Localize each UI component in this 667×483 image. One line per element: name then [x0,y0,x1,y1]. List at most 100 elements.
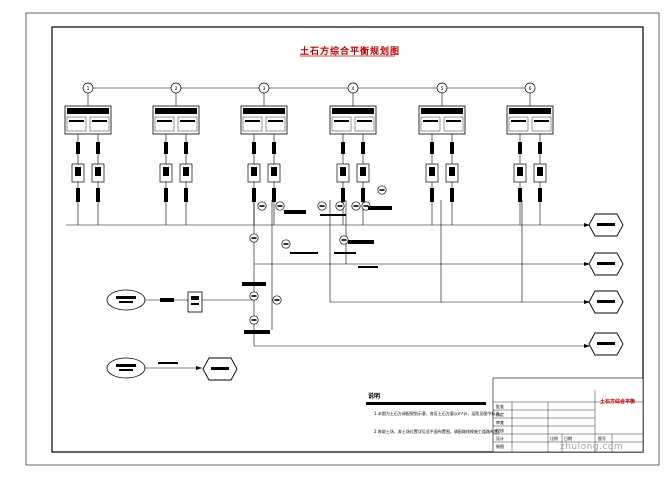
sheet-border-outer [25,12,660,466]
tb-bottom-label: 比例 [550,436,558,441]
flow-label-bar [368,206,392,210]
zone-feed-label [341,142,345,154]
tb-bottom-label: 图号 [598,436,606,441]
station-box-text [537,167,543,176]
station-box-text [163,167,169,176]
zone-block-cell [242,116,263,132]
flow-label-bar [358,266,378,268]
trunk-lines [66,200,590,369]
tb-drawing-name: 土石方综合平衡 [600,399,636,405]
flow-label-bar [158,362,178,364]
station-drop-label [450,188,454,202]
zone-feed-label [184,142,188,154]
destination-hex-text [597,342,615,345]
tb-row-label: 核定 [496,412,504,417]
source-oval-text [119,301,133,303]
zone-number: 4 [352,86,355,92]
tb-row-label: 设计 [496,436,504,441]
flow-node-mark [277,205,283,207]
station-drop-label [252,188,256,202]
zone-block-text [92,120,107,122]
zone-block-cell [354,116,375,132]
flow-node-mark [251,237,257,239]
zone-feed-label [76,142,80,154]
zone-block-cell [154,116,175,132]
zone-block-text [268,120,283,122]
zone-block-text [334,120,349,122]
station-box-text [183,167,189,176]
station-drop-label [430,188,434,202]
flow-label-bar [242,282,266,286]
title-block-frame [492,377,644,453]
note-bar [366,402,486,405]
zone-block-text [511,120,526,122]
source-oval [106,357,146,379]
station-drop-label [164,188,168,202]
station-drop-label [341,188,345,202]
zone-block-text [180,120,195,122]
zone-feed-label [361,142,365,154]
zone-block-cell [531,116,552,132]
temp-stockpile-box [187,291,203,313]
flow-node-mark [274,299,280,301]
zone-feed-label [96,142,100,154]
zone-feed-label [164,142,168,154]
flow-node-mark [341,239,347,241]
flow-node-mark [259,205,265,207]
arrowhead [584,223,590,227]
temp-stockpile-text [191,303,199,305]
source-oval-text [116,364,136,367]
flow-label-bar [334,252,356,254]
zone-block-header [67,108,109,114]
destination-hex-text [211,367,229,370]
zone-block-header [243,108,285,114]
zone-block-cell [177,116,198,132]
station-box-text [517,167,523,176]
zone-feed-label [430,142,434,154]
zone-number: 1 [87,86,90,92]
flow-node-mark [379,189,385,191]
zone-block-header [421,108,463,114]
destination-hex-text [597,262,615,265]
station-drop-label [184,188,188,202]
destination-hex-text [597,300,615,303]
zone-block-text [69,120,84,122]
arrowhead [196,366,202,370]
zone-block-header [509,108,551,114]
flow-label-bar [284,210,306,214]
zone-feed-label [252,142,256,154]
flow-node-mark [319,205,325,207]
zone-block-cell [443,116,464,132]
zone-block-text [534,120,549,122]
zone-block-header [332,108,374,114]
flow-label-bar [320,214,346,216]
source-oval-text [116,296,136,299]
arrowhead [584,262,590,266]
station-box-text [251,167,257,176]
zone-block-text [357,120,372,122]
note-item-1: 1.本图为土石方调配规划示意，各区土石方量以m³计，运距见图中标注。 [374,411,504,416]
station-box-text [75,167,81,176]
tb-row-label: 审查 [496,420,504,425]
tb-row-label: 批准 [496,404,504,409]
zone-block-cell [331,116,352,132]
zone-number: 3 [263,86,266,92]
zone-block-cell [420,116,441,132]
zone-feed-label [272,142,276,154]
zone-block-text [245,120,260,122]
temp-stockpile-text [191,296,199,300]
watermark: zhulong.com [560,442,624,452]
marker-group [106,185,624,381]
source-oval [106,289,146,311]
station-box-text [449,167,455,176]
arrowhead [584,344,590,348]
zone-block-cell [66,116,87,132]
station-box-text [340,167,346,176]
tb-bottom-label: 日期 [564,436,572,441]
note-item-2: 2.各取土场、弃土场位置详见总平面布置图，调配路线按施工道路布置。 [374,429,502,434]
station-drop-label [538,188,542,202]
zone-block-text [423,120,438,122]
station-drop-label [518,188,522,202]
